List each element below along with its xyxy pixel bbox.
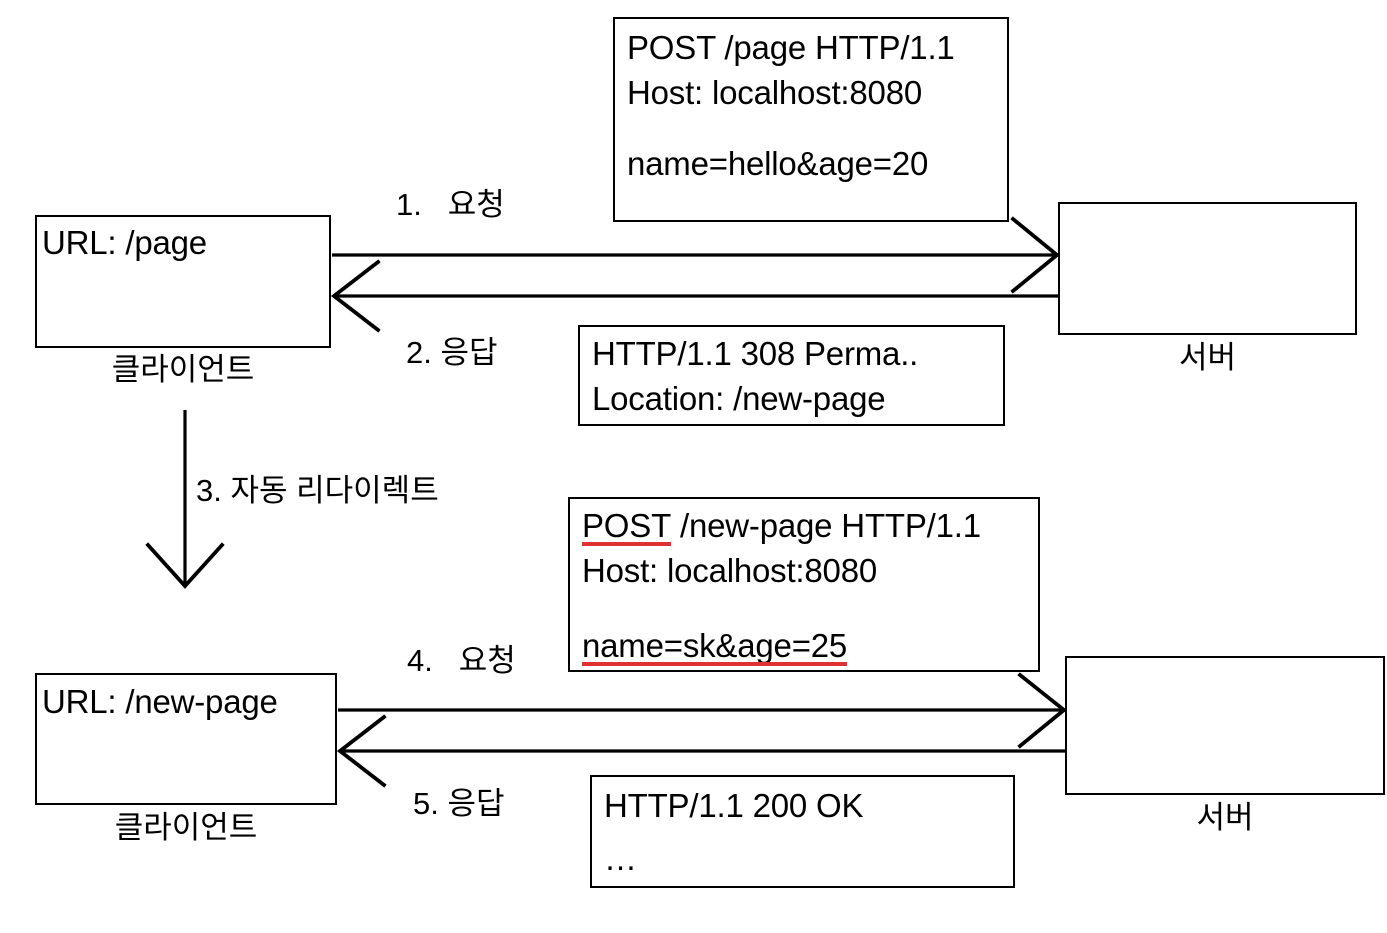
message-box-response-1: HTTP/1.1 308 Perma.. Location: /new-page	[578, 325, 1005, 426]
request-1-line-3	[627, 115, 997, 141]
request-2-body-underlined: name=sk&age=25	[582, 623, 847, 668]
arrow-label-response-1: 2. 응답	[406, 335, 498, 370]
arrow-label-request-1: 1. 요청	[396, 187, 505, 222]
request-1-line-4: name=hello&age=20	[627, 145, 929, 182]
message-box-request-2: POST /new-page HTTP/1.1 Host: localhost:…	[568, 497, 1040, 672]
response-1-line-1: HTTP/1.1 308 Perma..	[592, 335, 919, 372]
client-label-top: 클라이언트	[111, 352, 255, 387]
request-1-line-2: Host: localhost:8080	[627, 74, 923, 111]
response-2-line-2: …	[604, 840, 637, 877]
response-2-line-1: HTTP/1.1 200 OK	[604, 787, 864, 824]
client-url-top: URL: /page	[42, 224, 207, 261]
arrow-label-response-2: 5. 응답	[413, 786, 505, 821]
server-label-top: 서버	[1178, 340, 1237, 375]
server-label-bottom: 서버	[1196, 800, 1254, 835]
server-box-top	[1058, 202, 1357, 335]
message-box-request-1: POST /page HTTP/1.1 Host: localhost:8080…	[613, 17, 1009, 222]
message-box-response-2: HTTP/1.1 200 OK …	[590, 775, 1015, 888]
arrow-response-1	[330, 259, 1058, 333]
response-1-line-2: Location: /new-page	[592, 380, 886, 417]
client-box-top	[35, 215, 331, 348]
arrow-request-2	[338, 672, 1068, 749]
client-label-bottom: 클라이언트	[114, 810, 258, 845]
request-2-line-4: name=sk&age=25	[582, 623, 1028, 668]
request-2-method-underlined: POST	[582, 503, 671, 548]
redirect-label: 3. 자동 리다이렉트	[196, 473, 439, 508]
arrow-request-1	[332, 216, 1061, 294]
request-2-line-1: POST /new-page HTTP/1.1	[582, 503, 1028, 548]
request-1-line-1: POST /page HTTP/1.1	[627, 29, 955, 66]
client-box-bottom	[35, 673, 337, 805]
arrow-label-request-2: 4. 요청	[407, 643, 516, 678]
request-2-line-2: Host: localhost:8080	[582, 552, 878, 589]
server-box-bottom	[1065, 656, 1385, 795]
request-2-line-3	[582, 593, 1028, 619]
client-url-bottom: URL: /new-page	[42, 683, 278, 720]
request-2-line-1-rest: /new-page HTTP/1.1	[671, 507, 981, 544]
